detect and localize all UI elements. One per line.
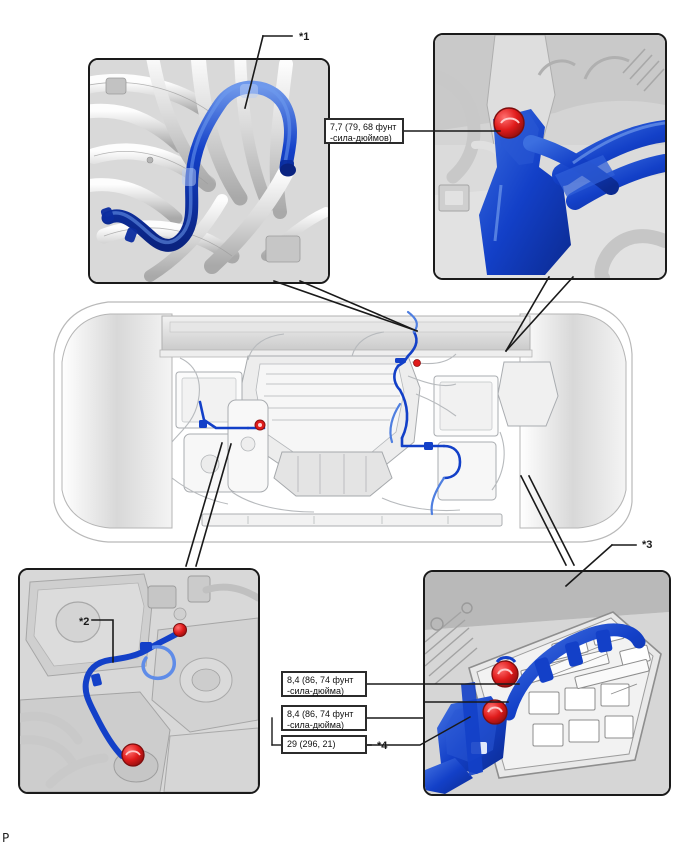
torque-line-2: -сила-дюйма): [287, 719, 344, 730]
torque-line-2: -сила-дюйма): [287, 685, 344, 696]
page-footer-mark: P: [2, 831, 10, 845]
torque-callout-bottom-1: 8,4 (86, 74 фунт -сила-дюйма): [281, 671, 367, 697]
torque-line-1: 8,4 (86, 74 фунт: [287, 709, 354, 719]
reference-mark-3: *3: [642, 539, 653, 551]
highlighted-bracket: [479, 109, 571, 275]
reference-mark-4: *4: [377, 740, 388, 752]
torque-line-1: 29 (296, 21): [287, 739, 336, 749]
reference-mark-1: *1: [299, 31, 310, 43]
torque-line-1: 8,4 (86, 74 фунт: [287, 675, 354, 685]
torque-line-2: -сила-дюймов): [330, 132, 392, 143]
torque-bolt-marker: [493, 107, 525, 139]
torque-callout-bottom-3: 29 (296, 21): [281, 735, 367, 754]
torque-line-1: 7,7 (79, 68 фунт: [330, 122, 397, 132]
torque-bolt-marker: [254, 359, 421, 431]
torque-callout-top-right: 7,7 (79, 68 фунт -сила-дюймов): [324, 118, 404, 144]
inset-panel-relay-box: [423, 570, 671, 796]
main-view-engine-compartment: [52, 292, 636, 548]
highlighted-harness: [502, 623, 646, 721]
inset-panel-engine-tube: [18, 568, 260, 794]
torque-bolt-marker: [121, 623, 187, 767]
inset-panel-bracket-bolt: [433, 33, 667, 280]
inset-panel-hose-routing: [88, 58, 330, 284]
torque-callout-bottom-2: 8,4 (86, 74 фунт -сила-дюйма): [281, 705, 367, 731]
reference-mark-2: *2: [79, 616, 90, 628]
